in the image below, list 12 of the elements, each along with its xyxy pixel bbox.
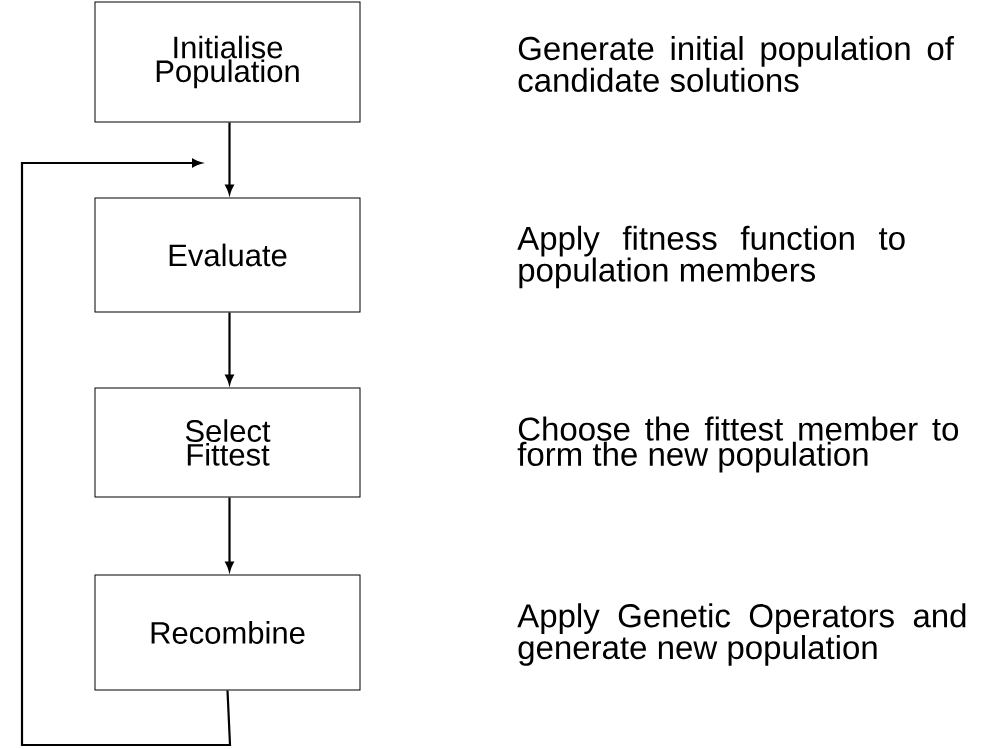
arrow [225,312,234,385]
process-box: Initialise Population [94,1,361,123]
description-text: Generate initial population of candidate solutions [518,36,954,92]
process-box: Recombine [94,574,361,691]
description-text: Apply fitness function to population members [517,225,905,289]
description-text: Apply Genetic Operators and generate new population [517,603,966,666]
description-text: Choose the fittest member to form the new population [517,416,959,473]
arrow [225,122,234,195]
loop-arrow [20,158,232,747]
arrow [225,497,234,572]
process-box: Evaluate [94,197,361,313]
process-box: Select Fittest [94,387,361,498]
